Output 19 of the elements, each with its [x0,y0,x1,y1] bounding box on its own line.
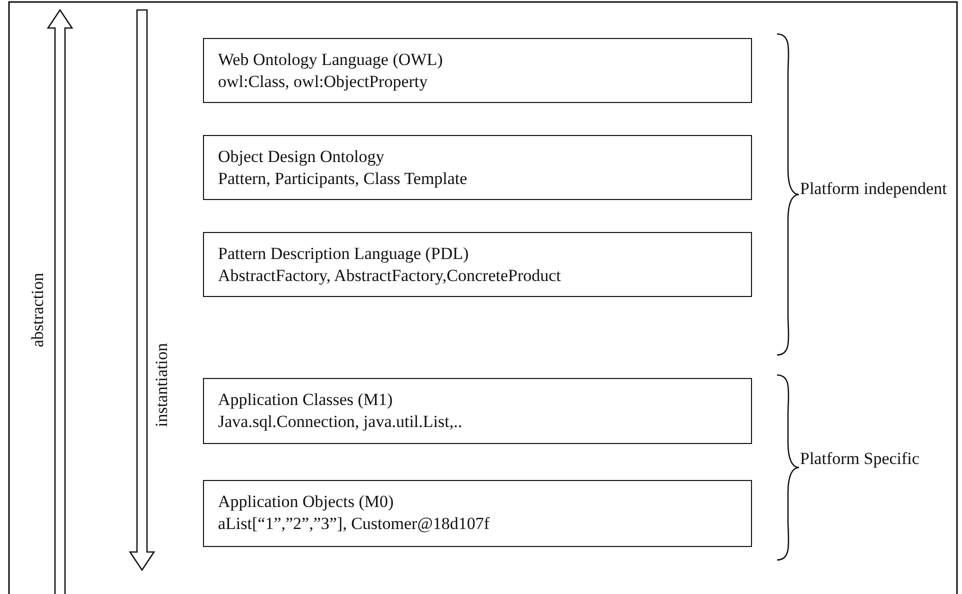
layer-title: Pattern Description Language (PDL) [218,243,470,265]
group-label: Platform Specific [800,448,920,470]
axis-label: instantiation [151,342,172,428]
layer-examples: Pattern, Participants, Class Template [218,168,468,190]
layer-examples: Java.sql.Connection, java.util.List,.. [218,411,464,433]
layer-box [203,38,752,103]
layer-box [203,480,752,547]
axis-label: abstraction [27,272,48,348]
layer-title: Application Classes (M1) [218,389,394,411]
layer-examples: owl:Class, owl:ObjectProperty [218,71,429,93]
layer-title: Application Objects (M0) [218,491,395,513]
layer-examples: aList[“1”,”2”,”3”], Customer@18d107f [218,513,491,535]
layer-box [203,135,752,200]
layer-title: Object Design Ontology [218,146,386,168]
layer-box [203,232,752,297]
layer-title: Web Ontology Language (OWL) [218,49,444,71]
layer-box [203,378,752,444]
group-label: Platform independent [800,178,948,200]
layer-examples: AbstractFactory, AbstractFactory,ConcreteProduct [218,265,562,287]
